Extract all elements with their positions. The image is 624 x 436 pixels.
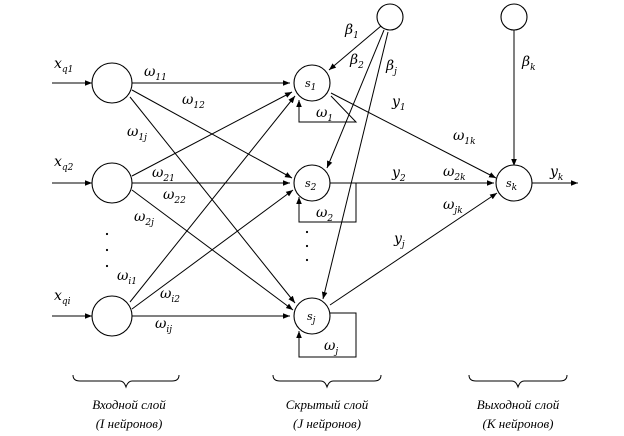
edge-bias-h1 <box>328 25 382 71</box>
output-bias-neuron <box>500 3 528 31</box>
input-label-2: xq2 <box>54 154 74 173</box>
weight-label-w12: ω12 <box>182 92 205 111</box>
edge-i2-h1 <box>131 91 293 177</box>
input-neuron-2 <box>91 162 133 204</box>
output-neuron <box>495 164 533 202</box>
output-weight-label-jk: ωjk <box>443 197 463 216</box>
edge-i3-h2 <box>131 189 294 310</box>
output-neuron-label: sk <box>506 177 517 193</box>
hidden-neuron-1 <box>293 64 331 102</box>
feedback-label-3: ωj <box>324 338 338 357</box>
edge-bias-h2 <box>326 29 385 169</box>
feedback-loop-3 <box>296 312 357 358</box>
input-ellipsis <box>105 232 109 268</box>
bias-label-j: βj <box>385 58 397 77</box>
output-label: yk <box>549 164 563 183</box>
hidden-output-label-2: y2 <box>391 165 406 184</box>
hidden-output-connections <box>329 92 498 306</box>
edge-bias-h3 <box>321 31 389 300</box>
hidden-layer-caption: Скрытый слой <box>286 397 369 412</box>
weight-label-w11: ω11 <box>144 64 167 83</box>
feedback-label-1: ω1 <box>316 105 333 124</box>
hidden-label-1: s1 <box>305 77 316 93</box>
edge-i3-h1 <box>129 95 296 303</box>
input-neuron-1 <box>91 62 133 104</box>
feedback-loop-1 <box>296 95 358 123</box>
edge-h3-out <box>329 192 498 306</box>
hidden-label-2: s2 <box>305 177 317 193</box>
weight-label-wi2: ωi2 <box>160 286 180 305</box>
hidden-bias-neuron <box>376 3 404 31</box>
edge-h1-out <box>330 92 497 179</box>
hidden-ellipsis <box>305 230 309 262</box>
output-weight-label-2k: ω2k <box>443 164 466 183</box>
input-neuron-3 <box>91 295 133 337</box>
edge-i1-h3 <box>129 96 296 304</box>
input-label-1: xq1 <box>54 56 73 75</box>
weight-label-w21: ω21 <box>152 165 175 184</box>
bias-label-2: β2 <box>349 52 364 71</box>
input-hidden-connections <box>129 80 296 319</box>
hidden-neuron-3 <box>293 297 331 335</box>
output-layer-caption: Выходной слой <box>477 397 560 412</box>
hidden-output-label-1: y1 <box>391 94 406 113</box>
hidden-neuron-2 <box>293 164 331 202</box>
hidden-label-3: sj <box>307 310 316 326</box>
output-layer-count: (K нейронов) <box>483 416 554 431</box>
input-layer-caption: Входной слой <box>92 397 166 412</box>
hidden-output-label-j: yj <box>393 231 405 250</box>
output-layer-brace <box>468 374 568 389</box>
hidden-layer-count: (J нейронов) <box>293 416 361 431</box>
output-bias-label: βk <box>521 54 536 73</box>
bias-label-1: β1 <box>344 22 359 41</box>
weight-label-w1j: ω1j <box>127 124 147 143</box>
feedback-label-2: ω2 <box>316 205 333 224</box>
weight-label-wij: ωij <box>155 316 172 335</box>
weight-label-w22: ω22 <box>163 187 186 206</box>
hidden-bias-connections <box>321 25 389 300</box>
input-layer-brace <box>72 374 180 389</box>
input-layer-count: (I нейронов) <box>96 416 163 431</box>
weight-label-w2j: ω2j <box>134 209 154 228</box>
hidden-layer-brace <box>272 374 382 389</box>
input-label-3: xqi <box>54 288 71 307</box>
weight-label-wi1: ωi1 <box>117 268 137 287</box>
output-weight-label-1k: ω1k <box>453 128 476 147</box>
